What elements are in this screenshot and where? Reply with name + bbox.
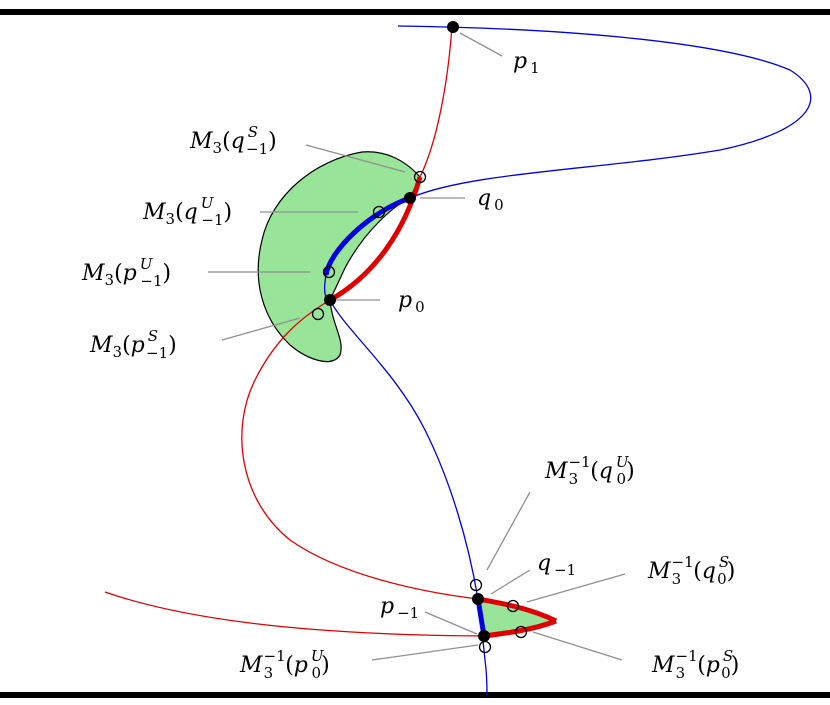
point-p0 [324,294,336,306]
label-q-1: q−1 [537,551,576,579]
lower-lobe-stable-top [477,596,558,624]
leader-lines [208,32,626,661]
circle-M3-pS [311,307,325,321]
point-q0 [404,192,416,204]
circle-Minv-pU [478,640,492,654]
point-p1 [447,21,459,33]
circle-Minv-pS [514,625,528,639]
unstable-manifold-lower [329,299,488,696]
stable-manifold-lower [104,591,485,637]
circle-M3-qU [372,205,386,219]
circle-Minv-qU [469,578,483,592]
point-p-1 [478,630,490,642]
upper-lobe [257,151,421,363]
open-circles [311,170,528,654]
stable-manifold-upper [241,26,479,600]
filled-points [324,21,490,642]
point-q-1 [472,593,484,605]
circle-M3-qS [413,170,427,184]
circle-M3-pU [322,265,336,279]
lower-lobe-stable-bottom [483,618,557,639]
circle-Minv-qS [506,599,520,613]
label-p-1: p−1 [380,594,419,622]
